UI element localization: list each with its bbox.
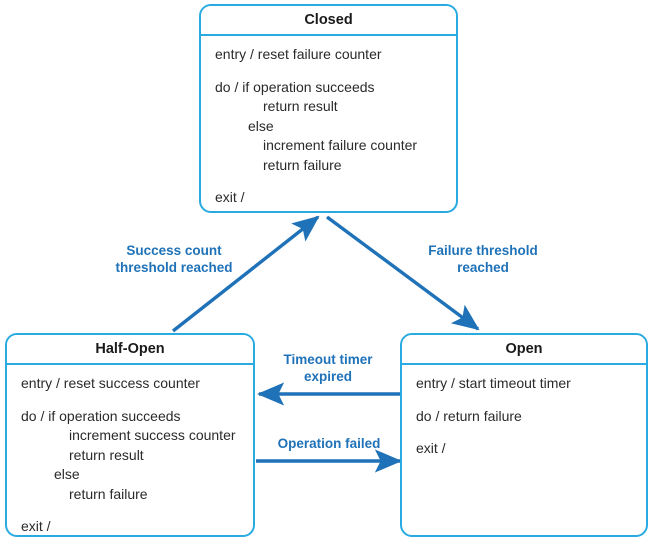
state-line: do / return failure <box>416 407 522 424</box>
state-line: do / if operation succeeds <box>21 407 181 424</box>
state-line: exit / <box>215 189 245 205</box>
state-body-open: entry / start timeout timer do / return … <box>402 365 646 459</box>
state-title-open: Open <box>402 335 646 365</box>
state-box-half-open[interactable]: Half-Open entry / reset success counter … <box>5 333 255 537</box>
state-line-spacer <box>215 65 456 78</box>
state-line: exit / <box>21 518 51 534</box>
state-line: do / if operation succeeds <box>215 78 375 95</box>
state-line: return failure <box>263 156 342 173</box>
state-body-closed: entry / reset failure counter do / if op… <box>201 36 456 208</box>
state-line-spacer <box>416 426 646 439</box>
state-line: else <box>54 466 80 482</box>
state-line-spacer <box>215 175 456 188</box>
state-line: return result <box>69 446 144 463</box>
state-line: exit / <box>416 440 446 456</box>
state-line: increment failure counter <box>263 137 418 153</box>
state-line-spacer <box>21 394 253 407</box>
state-box-open[interactable]: Open entry / start timeout timer do / re… <box>400 333 648 537</box>
state-line-spacer <box>416 394 646 407</box>
state-body-half-open: entry / reset success counter do / if op… <box>7 365 253 535</box>
transition-label-success-threshold: Success count threshold reached <box>115 243 233 275</box>
state-line: increment success counter <box>69 427 236 443</box>
state-line: return result <box>263 98 338 114</box>
state-title-half-open: Half-Open <box>7 335 253 365</box>
state-title-closed: Closed <box>201 6 456 36</box>
state-line: entry / reset failure counter <box>215 46 382 62</box>
transition-label-timeout-expired: Timeout timer expired <box>283 352 373 384</box>
state-line: entry / reset success counter <box>21 375 200 391</box>
transition-label-operation-failed: Operation failed <box>277 436 381 451</box>
transition-label-failure-threshold: Failure threshold reached <box>428 243 538 275</box>
state-line: return failure <box>69 485 148 502</box>
state-line: else <box>248 117 274 134</box>
state-line-spacer <box>21 504 253 517</box>
state-line: entry / start timeout timer <box>416 375 571 391</box>
state-box-closed[interactable]: Closed entry / reset failure counter do … <box>199 4 458 213</box>
